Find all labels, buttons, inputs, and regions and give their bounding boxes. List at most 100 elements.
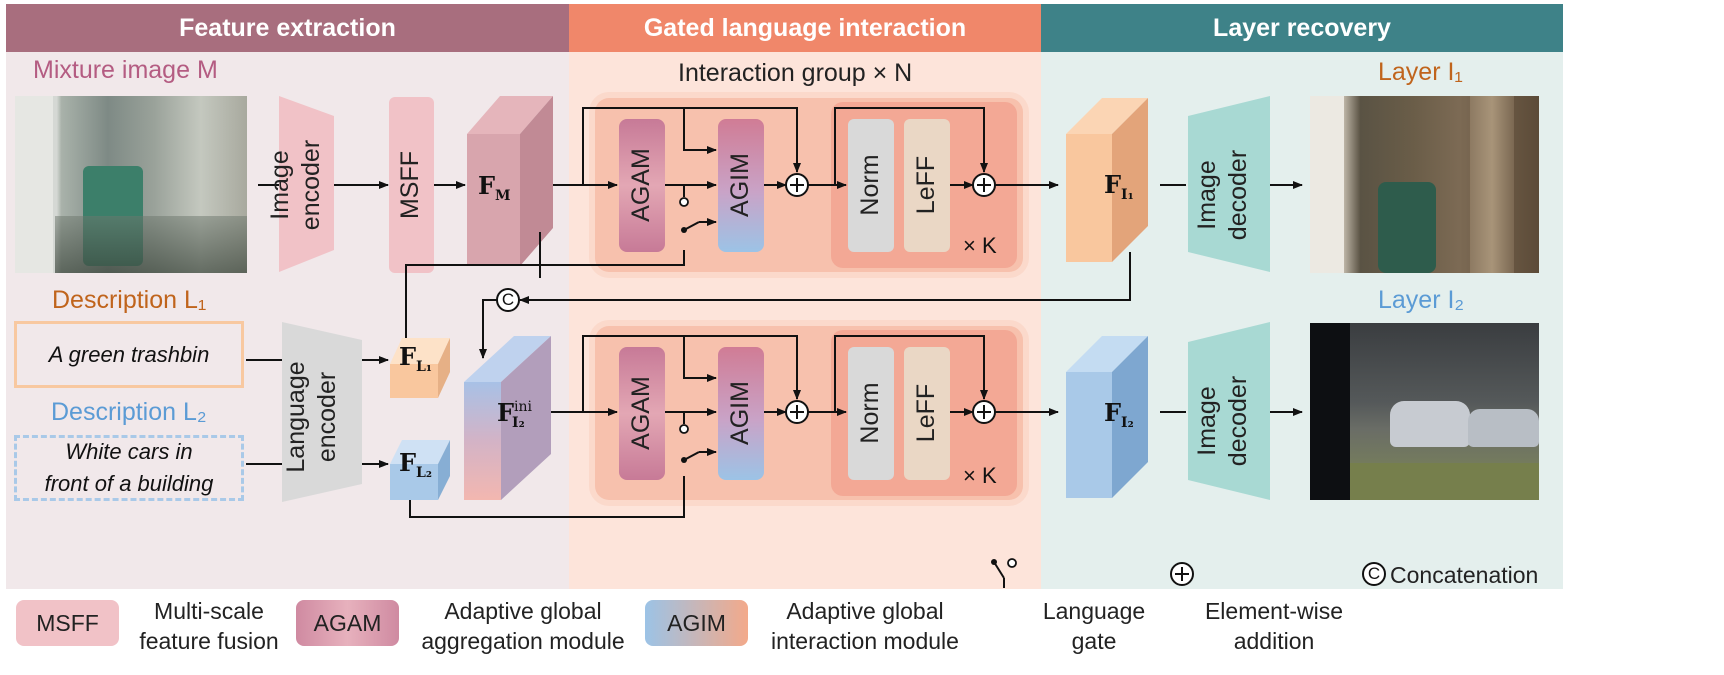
gate-dot-top [679,197,689,207]
header-feature-extraction-text: Feature extraction [179,13,396,42]
agam-label-bottom: AGAM [627,376,656,450]
gate-dot-bottom [679,424,689,434]
header-layer-recovery-text: Layer recovery [1213,13,1391,42]
legend-agim-desc: Adaptive global interaction module [760,596,970,656]
f-i2-ini-base: F [497,398,515,427]
legend-agam-swatch [296,600,399,646]
legend-agam-abbr: AGAM [313,609,382,636]
language-encoder-shape [282,322,362,502]
legend-concat-desc: Concatenation [1390,562,1539,588]
image-encoder-shape [279,96,334,272]
f-l2-label: FL₂ [399,448,432,481]
norm-block-bottom [848,347,894,480]
legend-msff-swatch [16,600,119,646]
f-m-label: FM [478,171,511,204]
leff-block-top [904,119,950,252]
legend-gate-dot [1007,558,1017,568]
description-2-text-line2: front of a building [44,471,214,496]
concat-letter: C [501,290,515,309]
times-k-label-top: × K [963,233,997,258]
leff-label-top: LeFF [912,155,941,215]
language-encoder-label: Language encoder [281,361,341,473]
f-l2-block [390,464,438,500]
legend-agam-line2: aggregation module [421,628,625,654]
description-2-label: Description L₂ [51,398,207,426]
legend-msff-line1: Multi-scale [154,598,264,624]
f-i2-label: FI₂ [1104,398,1134,431]
f-m-sub: M [495,188,511,204]
agim-block-bottom [718,347,764,480]
agim-label-bottom: AGIM [726,381,755,445]
f-l1-sub: L₁ [416,359,433,375]
legend-msff-desc: Multi-scale feature fusion [139,596,279,656]
header-layer-recovery: Layer recovery [1041,4,1563,52]
description-1-box: A green trashbin [14,321,244,388]
f-i2-ini-label: FiniI₂ [497,398,532,431]
f-i1-base: F [1104,170,1122,199]
gate-pivot-bottom [681,457,687,463]
f-m-block [467,134,520,266]
norm-label-bottom: Norm [856,382,885,444]
agim-block-top [718,119,764,252]
agam-label-top: AGAM [627,148,656,222]
description-2-text-line1: White cars in [65,439,193,465]
legend-concat-symbol [1362,562,1386,586]
image-decoder-label-top: Image decoder [1192,149,1252,241]
legend-gate-line2: gate [1071,628,1117,654]
f-i2-sub: I₂ [1121,415,1134,431]
norm-label-top: Norm [856,154,885,216]
interaction-group-label: Interaction group × N [678,59,913,87]
legend-msff-line2: feature fusion [139,628,279,654]
description-1-text: A green trashbin [48,341,210,367]
layer-2-label: Layer I₂ [1378,286,1465,314]
layer-2-image [1310,323,1539,500]
mixture-image [15,96,247,273]
legend-gate-line [993,561,1005,579]
image-decoder-bottom-shape [1188,322,1270,500]
f-i1-sub: I₁ [1121,187,1134,203]
legend-agim-line2: interaction module [771,628,959,654]
agam-block-top [619,119,665,252]
msff-label: MSFF [396,150,425,220]
legend-agam-desc: Adaptive global aggregation module [413,596,633,656]
f-l1-label: FL₁ [399,342,432,375]
legend-agam-line1: Adaptive global [444,598,602,624]
f-i2-base: F [1104,398,1122,427]
layer-1-label: Layer I₁ [1378,58,1463,86]
legend-gate-desc: Language gate [1030,596,1158,656]
f-l1-base: F [399,342,417,371]
concat-symbol [496,288,520,312]
legend-add-line1: Element-wise [1204,598,1344,624]
f-i1-label: FI₁ [1104,170,1134,203]
f-i2-block [1066,372,1112,498]
legend-agim-line1: Adaptive global [786,598,944,624]
legend-add-line2: addition [1233,628,1315,654]
description-1-label: Description L₁ [52,286,207,314]
legend-add-desc: Element-wise addition [1198,596,1350,656]
legend-agim-abbr: AGIM [667,609,726,636]
leff-block-bottom [904,347,950,480]
header-feature-extraction: Feature extraction [6,4,569,52]
f-i2-ini-sub: I₂ [512,415,525,431]
agim-label-top: AGIM [726,153,755,217]
header-gated-text: Gated language interaction [643,13,967,42]
legend-msff-abbr: MSFF [36,609,99,636]
header-gated-language-interaction: Gated language interaction [569,4,1041,52]
legend-agim-swatch [645,600,748,646]
f-l2-base: F [399,448,417,477]
times-k-label-bottom: × K [963,463,997,488]
legend-gate-line1: Language [1042,598,1146,624]
image-decoder-top-shape [1188,96,1270,272]
image-decoder-label-bottom: Image decoder [1192,375,1252,467]
mixture-image-label: Mixture image M [33,56,218,84]
f-i1-block [1066,134,1112,262]
f-l2-sub: L₂ [416,465,433,481]
image-encoder-label: Image encoder [265,139,325,231]
norm-block-top [848,119,894,252]
f-i2-ini-block [464,382,501,500]
gate-pivot-top [681,227,687,233]
leff-label-bottom: LeFF [912,383,941,443]
msff-block-shape [389,97,434,273]
